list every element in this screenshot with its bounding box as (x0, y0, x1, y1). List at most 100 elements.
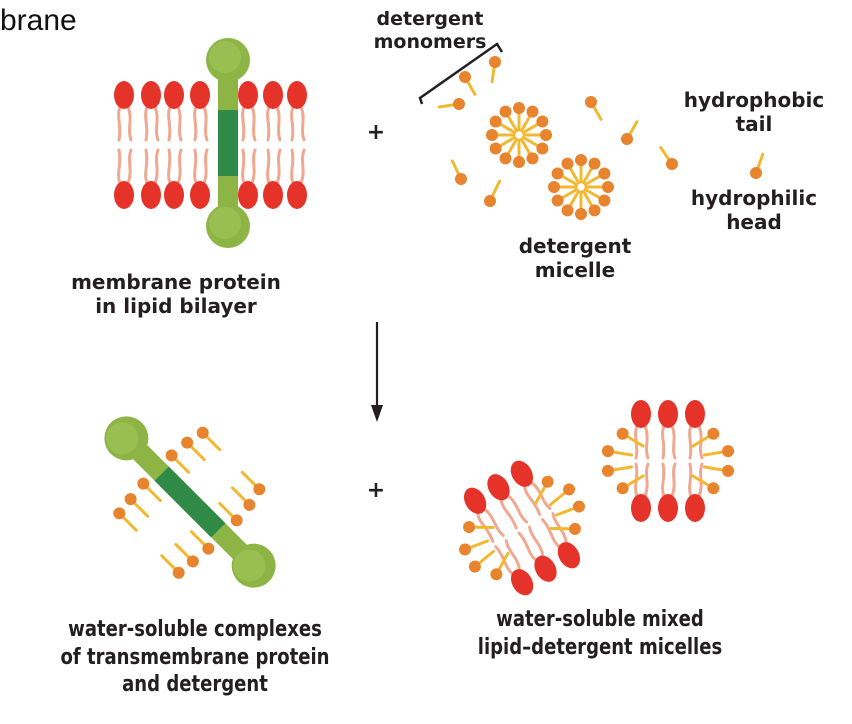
detergent-molecule (513, 102, 525, 132)
lipid-head (631, 400, 651, 428)
detergent-head (621, 133, 633, 145)
lipid-tail (126, 148, 133, 185)
detergent-head (489, 115, 502, 128)
lipid-head (510, 569, 534, 596)
detergent-molecule (549, 483, 576, 507)
protein-knob-highlight (233, 549, 266, 582)
detergent-head (568, 522, 581, 535)
plus-sign-bottom: + (366, 478, 386, 503)
detergent-head (585, 96, 597, 108)
lipid-tail (504, 539, 522, 572)
lipid-head (487, 474, 510, 501)
transmembrane-protein (104, 416, 276, 588)
detergent-molecule (616, 427, 645, 448)
lipid-tail (241, 148, 246, 185)
detergent-molecule (534, 475, 554, 505)
label-line: detergent (518, 234, 632, 258)
lipid-tail (266, 148, 271, 185)
detergent-head (196, 426, 209, 439)
detergent-molecule (489, 115, 517, 134)
lipid-molecule (631, 462, 651, 522)
detergent-head (459, 543, 472, 556)
mixed-lipid-detergent-micelles (459, 400, 735, 596)
lipid-molecule (164, 81, 184, 142)
lipid-tail (176, 148, 183, 185)
lipid-head (238, 181, 258, 209)
detergent-molecule (463, 521, 495, 534)
label-line: membrane protein (71, 270, 281, 294)
detergent-molecule (484, 179, 502, 207)
lipid-head (190, 181, 210, 209)
lipid-head (510, 460, 534, 487)
lipid-tail (299, 148, 306, 185)
detergent-molecule (499, 105, 518, 133)
detergent-micelle-2 (548, 154, 614, 220)
detergent-molecule (582, 157, 601, 185)
detergent-molecule (691, 474, 720, 495)
lipid-tail (670, 462, 677, 498)
detergent-head (598, 194, 611, 207)
lipid-head (141, 81, 161, 109)
detergent-head (124, 493, 137, 506)
lipid-tail (144, 148, 149, 185)
detergent-head (551, 194, 564, 207)
detergent-head (722, 464, 735, 477)
label-detergent-micelle: detergent micelle (515, 234, 635, 282)
detergent-molecule (468, 549, 495, 573)
detergent-head (463, 521, 476, 534)
detergent-head (486, 129, 498, 141)
detergent-molecule (584, 181, 614, 193)
detergent-molecule (551, 167, 579, 186)
detergent-molecule (521, 115, 549, 134)
lipid-head (141, 181, 161, 209)
detergent-head (181, 436, 194, 449)
lipid-bilayer-with-protein (114, 38, 307, 248)
label-hydrophobic-tail: hydrophobic tail (674, 88, 834, 136)
detergent-molecule (691, 427, 720, 448)
label-line: head (726, 210, 782, 234)
protein-knob-highlight (209, 41, 241, 73)
detergent-molecule (499, 137, 518, 165)
detergent-molecule (585, 96, 603, 121)
label-line: monomers (373, 30, 487, 53)
label-line: hydrophilic (690, 186, 818, 210)
lipid-tail (202, 148, 209, 185)
detergent-molecule (165, 449, 191, 474)
detergent-molecule (575, 154, 587, 184)
detergent-molecule (459, 71, 477, 96)
protein-knob-highlight (209, 207, 241, 239)
lipid-molecule (517, 525, 557, 582)
lipid-molecule (287, 148, 307, 209)
lipid-head (463, 487, 487, 514)
lipid-molecule (114, 148, 134, 209)
lipid-molecule (238, 148, 258, 209)
lipid-molecule (164, 148, 184, 209)
detergent-molecule (513, 138, 525, 168)
detergent-head (561, 157, 574, 170)
detergent-head (588, 204, 601, 217)
lipid-head (263, 81, 283, 109)
detergent-head (489, 56, 501, 68)
detergent-molecule (621, 120, 639, 145)
detergent-head (468, 560, 481, 573)
label-line: lipid–detergent micelles (477, 634, 723, 660)
lipid-head (534, 555, 557, 582)
detergent-molecule (551, 188, 579, 207)
lipid-tail (126, 105, 133, 142)
lipid-tail (688, 424, 693, 460)
detergent-head (575, 208, 587, 220)
detergent-molecule (702, 445, 735, 458)
detergent-head (489, 142, 502, 155)
lipid-tail (275, 105, 282, 142)
lipid-head (114, 81, 134, 109)
lipid-tail (167, 105, 172, 142)
lipid-molecule (141, 148, 161, 209)
lipid-tail (522, 484, 542, 516)
lipid-tail (250, 105, 257, 142)
detergent-molecule (583, 167, 611, 186)
lipid-tail (643, 462, 650, 498)
lipid-tail (670, 424, 677, 460)
lipid-head (685, 494, 705, 522)
label-line: in lipid bilayer (95, 294, 257, 318)
